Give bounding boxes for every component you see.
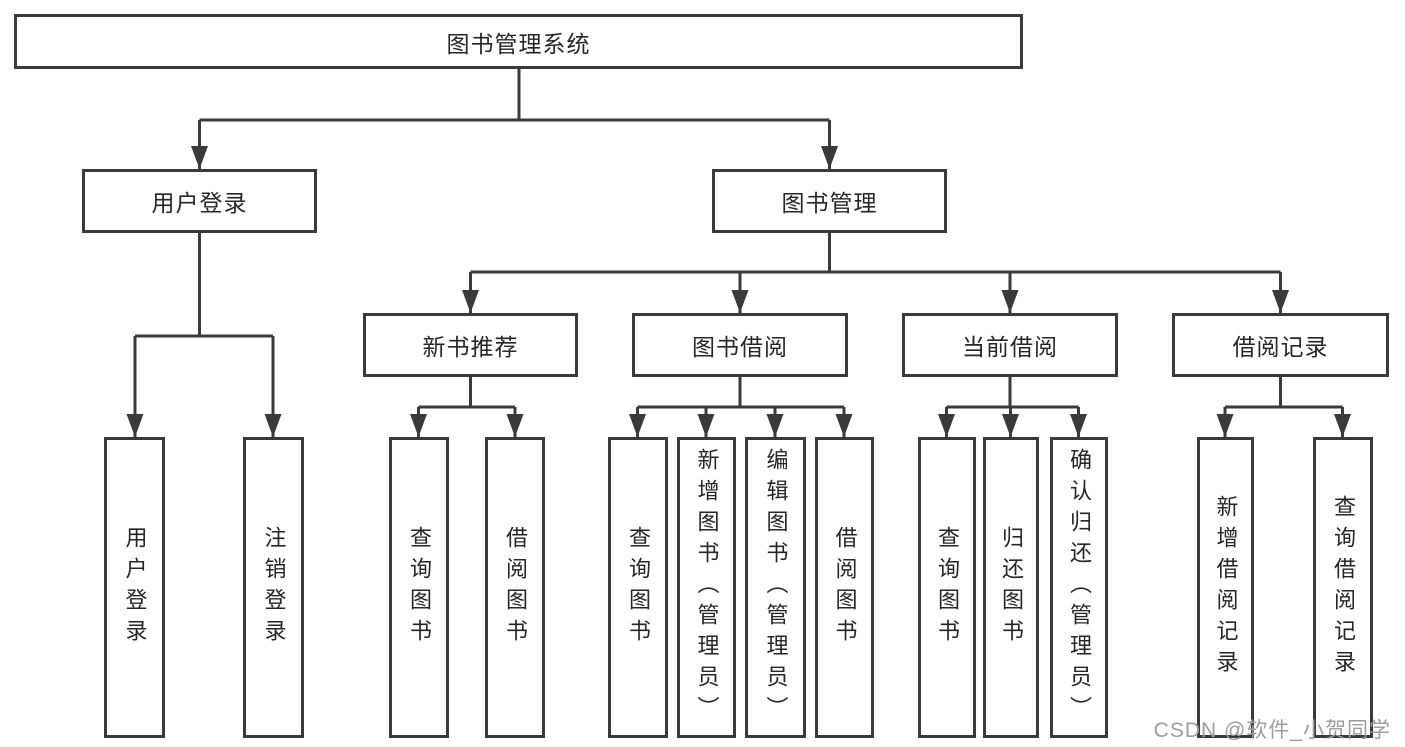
- arrowhead: [731, 290, 749, 313]
- arrowhead: [835, 414, 853, 437]
- node-current-borrowing: 当前借阅: [902, 313, 1118, 377]
- leaf-add-books-admin: 新增图书（管理员）: [677, 437, 736, 738]
- arrowheads: [126, 146, 1351, 437]
- connector-root: [198, 68, 831, 169]
- arrowhead: [191, 146, 208, 169]
- arrowhead: [1272, 290, 1289, 313]
- leaf-borrow-books-recommend: 借阅图书: [485, 437, 545, 738]
- leaf-logout-label: 注销登录: [261, 525, 287, 650]
- leaf-return-books: 归还图书: [983, 437, 1039, 738]
- leaf-query-books-recommend: 查询图书: [389, 437, 449, 738]
- arrowhead: [1334, 414, 1351, 437]
- leaf-add-borrow-record: 新增借阅记录: [1197, 437, 1254, 738]
- leaf-query-books-borrowing: 查询图书: [608, 437, 668, 738]
- connector-new-books: [417, 377, 517, 437]
- leaf-add-books-admin-label: 新增图书（管理员）: [694, 448, 720, 727]
- leaf-user-login-label: 用户登录: [122, 525, 148, 650]
- node-book-borrowing-label: 图书借阅: [692, 334, 788, 360]
- arrowhead: [1002, 414, 1019, 437]
- arrowhead: [126, 414, 144, 437]
- arrowhead: [506, 414, 524, 437]
- node-book-management: 图书管理: [712, 169, 947, 233]
- arrowhead: [1070, 414, 1087, 437]
- arrowhead: [938, 414, 955, 437]
- arrowhead: [697, 414, 715, 437]
- node-borrowing-records-label: 借阅记录: [1232, 334, 1329, 360]
- leaf-query-borrow-record: 查询借阅记录: [1313, 437, 1373, 738]
- arrowhead: [821, 146, 838, 169]
- connector-book-management: [469, 233, 1282, 313]
- arrowhead: [766, 414, 784, 437]
- leaf-query-books-current-label: 查询图书: [935, 525, 960, 650]
- node-borrowing-records: 借阅记录: [1172, 313, 1389, 377]
- node-user-login: 用户登录: [82, 169, 317, 233]
- leaf-query-borrow-record-label: 查询借阅记录: [1331, 494, 1356, 681]
- leaf-query-books-recommend-label: 查询图书: [407, 525, 432, 650]
- arrowhead: [629, 414, 646, 437]
- connector-user-login: [133, 233, 275, 437]
- node-root-label: 图书管理系统: [446, 30, 591, 57]
- leaf-edit-books-admin: 编辑图书（管理员）: [745, 437, 806, 738]
- node-book-management-label: 图书管理: [781, 190, 878, 216]
- leaf-borrow-books-recommend-label: 借阅图书: [503, 525, 528, 650]
- node-current-borrowing-label: 当前借阅: [962, 334, 1058, 360]
- leaf-query-books-current: 查询图书: [918, 437, 976, 738]
- leaf-confirm-return-admin-label: 确认归还（管理员）: [1067, 448, 1092, 727]
- arrowhead: [264, 414, 282, 437]
- watermark: CSDN @软件_小贺同学: [1153, 719, 1391, 742]
- connector-borrowing: [636, 377, 846, 437]
- arrowhead: [1216, 414, 1234, 437]
- arrowhead: [410, 414, 427, 437]
- leaf-return-books-label: 归还图书: [999, 525, 1024, 650]
- leaf-query-books-borrowing-label: 查询图书: [626, 525, 651, 650]
- arrowhead: [1001, 290, 1019, 313]
- node-new-book-recommend-label: 新书推荐: [422, 334, 519, 360]
- node-new-book-recommend: 新书推荐: [363, 313, 578, 377]
- node-book-borrowing: 图书借阅: [632, 313, 848, 377]
- leaf-borrow-books-borrowing: 借阅图书: [815, 437, 874, 738]
- arrowhead: [462, 290, 479, 313]
- leaf-confirm-return-admin: 确认归还（管理员）: [1050, 437, 1108, 738]
- node-user-login-label: 用户登录: [151, 190, 248, 216]
- leaf-add-borrow-record-label: 新增借阅记录: [1213, 494, 1239, 681]
- node-root: 图书管理系统: [14, 14, 1023, 69]
- leaf-logout: 注销登录: [243, 437, 304, 738]
- connector-records: [1223, 377, 1344, 437]
- leaf-borrow-books-borrowing-label: 借阅图书: [832, 525, 858, 650]
- leaf-edit-books-admin-label: 编辑图书（管理员）: [763, 448, 789, 727]
- leaf-user-login: 用户登录: [104, 437, 165, 738]
